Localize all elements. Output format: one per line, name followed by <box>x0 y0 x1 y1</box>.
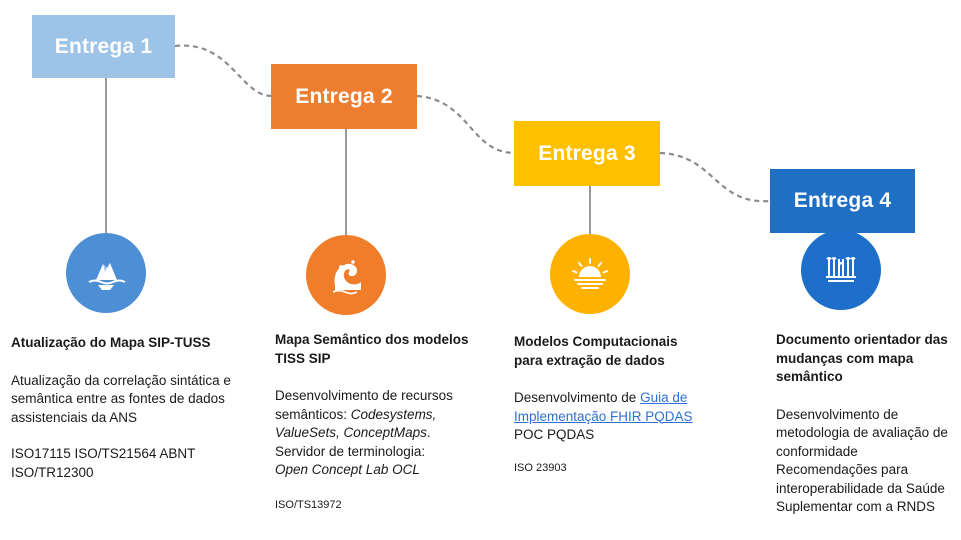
entrega-3-label: Entrega 3 <box>538 141 636 165</box>
entrega-1-text: Atualização do Mapa SIP-TUSS Atualização… <box>11 334 251 482</box>
entrega-2-desc-suffix: . <box>426 425 431 440</box>
entrega-2-text: Mapa Semântico dos modelos TISS SIP Dese… <box>275 331 475 514</box>
dashed-connector-3-4 <box>659 151 771 203</box>
entrega-3-box: Entrega 3 <box>514 121 660 186</box>
entrega-3-text: Modelos Computacionais para extração de … <box>514 333 724 477</box>
entrega-2-title: Mapa Semântico dos modelos TISS SIP <box>275 332 469 366</box>
entrega-2-box: Entrega 2 <box>271 64 417 129</box>
fhir-guide-link[interactable]: Guia de Implementação FHIR PQDAS <box>514 390 693 424</box>
entrega-2-desc-prefix: Desenvolvimento de recursos semânticos: <box>275 388 453 422</box>
entrega-4-title: Documento orientador das mudanças com ma… <box>776 332 948 384</box>
entrega-2-description: Desenvolvimento de recursos semânticos: … <box>275 387 475 443</box>
entrega-4-label: Entrega 4 <box>793 189 892 212</box>
entrega-1-label: Entrega 1 <box>54 34 153 58</box>
entrega-2-description-2-italic: Open Concept Lab OCL <box>275 462 420 477</box>
entrega-2-desc-italic: Codesystems, ValueSets, ConceptMaps <box>275 406 437 441</box>
entrega-4-description-2: Recomendações para interoperabilidade da… <box>776 462 945 514</box>
entrega-4-text: Documento orientador das mudanças com ma… <box>776 331 961 517</box>
entrega-2-standards: ISO/TS13972 <box>275 498 342 511</box>
entrega-3-description-2: POC PQDAS <box>514 427 595 442</box>
dashed-connector-2-3 <box>416 94 515 155</box>
entrega-3-standards: ISO 23903 <box>514 461 567 474</box>
entrega-1-standards: ISO17115 ISO/TS21564 ABNT ISO/TR12300 <box>11 446 196 480</box>
entrega-4-box: Entrega 4 <box>770 169 915 233</box>
entrega-1-description: Atualização da correlação sintática e se… <box>11 372 231 425</box>
entrega-3-title: Modelos Computacionais para extração de … <box>514 334 678 368</box>
entrega-2-description-2: Servidor de terminologia: <box>275 443 426 459</box>
pillars-icon <box>801 230 881 310</box>
entrega-4-description: Desenvolvimento de metodologia de avalia… <box>776 406 948 459</box>
wave-icon <box>306 235 386 315</box>
entrega-3-description: Desenvolvimento de Guia de Implementação… <box>514 389 694 426</box>
entrega-2-label: Entrega 2 <box>295 84 393 108</box>
entrega-1-box: Entrega 1 <box>32 15 175 78</box>
entrega-1-title: Atualização do Mapa SIP-TUSS <box>11 335 211 350</box>
iceberg-icon <box>66 233 146 313</box>
dashed-connector-1-2 <box>174 44 272 98</box>
entrega-3-desc-prefix: Desenvolvimento de <box>514 390 641 405</box>
sunrise-icon <box>550 234 630 314</box>
